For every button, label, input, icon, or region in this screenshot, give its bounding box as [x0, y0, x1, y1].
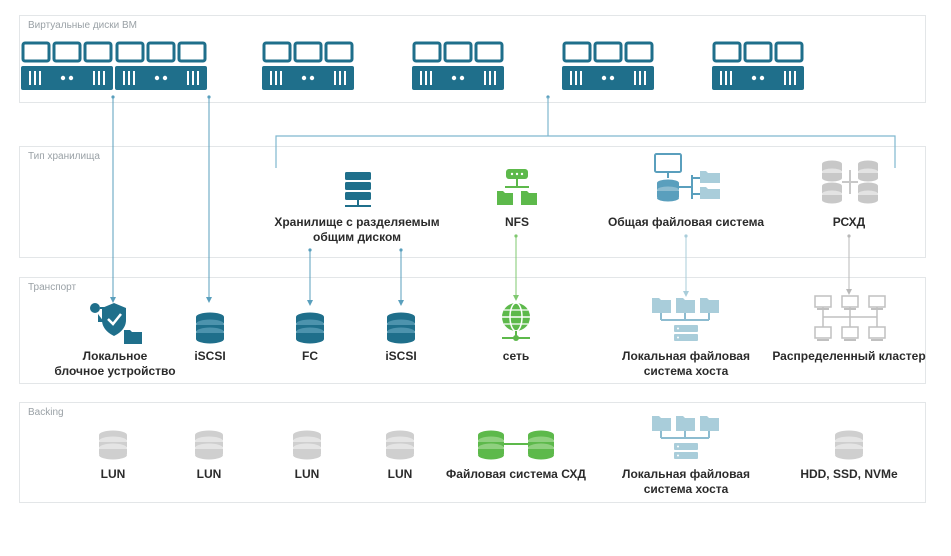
line-shared-iscsi [398, 248, 404, 306]
transport-label: Локальное блочное устройство [54, 349, 176, 378]
database-icon [195, 312, 225, 349]
panel-transport: Транспорт [19, 277, 926, 384]
vm-disk-3 [262, 41, 354, 91]
panel-backing: Backing [19, 402, 926, 503]
storage-type-label: NFS [505, 215, 529, 229]
nfs-icon [495, 169, 539, 212]
line-rshd-cluster [846, 234, 852, 295]
vm-disk-4 [412, 41, 504, 91]
storage-shared-disk-icon [341, 172, 375, 215]
database-icon [98, 430, 128, 465]
server-icon [21, 41, 113, 90]
host-filesystem-icon [651, 296, 721, 349]
storage-type-label: РСХД [832, 215, 866, 229]
backing-label: LUN [196, 467, 222, 481]
backing-label: Файловая система СХД [446, 467, 586, 481]
server-icon [712, 41, 804, 90]
drive-icon [834, 430, 864, 465]
storage-type-label: Хранилище с разделяемым общим диском [274, 215, 440, 244]
line-nfs-network [513, 234, 519, 301]
transport-label: iSCSI [385, 349, 417, 363]
database-icon [292, 430, 322, 465]
transport-label: iSCSI [194, 349, 226, 363]
transport-label: FC [302, 349, 318, 363]
vm-disk-2 [115, 41, 207, 91]
secure-block-device-icon [86, 300, 144, 353]
panel-title: Виртуальные диски ВМ [28, 20, 137, 31]
database-icon [295, 312, 325, 349]
server-icon [562, 41, 654, 90]
backing-label: Локальная файловая система хоста [622, 467, 750, 496]
panel-title: Тип хранилища [28, 151, 100, 162]
database-icon [386, 312, 416, 349]
transport-label: Локальная файловая система хоста [622, 349, 750, 378]
database-icon [194, 430, 224, 465]
distributed-storage-icon [821, 160, 879, 209]
transport-label: сеть [502, 349, 530, 363]
line-vm4-bracket [275, 95, 896, 168]
panel-storage-type: Тип хранилища [19, 146, 926, 258]
transport-label: Распределенный кластер [772, 349, 926, 363]
vm-disk-1 [21, 41, 113, 91]
backing-label: LUN [100, 467, 126, 481]
shared-filesystem-icon [652, 153, 724, 214]
backing-label: HDD, SSD, NVMe [800, 467, 898, 481]
network-globe-icon [499, 301, 533, 348]
backing-label: LUN [387, 467, 413, 481]
host-filesystem-icon [651, 414, 721, 467]
storage-type-label: Общая файловая система [607, 215, 765, 229]
line-fs-host [683, 234, 689, 297]
vm-disk-5 [562, 41, 654, 91]
database-icon [385, 430, 415, 465]
panel-title: Транспорт [28, 282, 77, 293]
line-vm2-iscsi [206, 95, 212, 303]
server-icon [262, 41, 354, 90]
panel-title: Backing [28, 407, 64, 418]
line-shared-fc [307, 248, 313, 306]
server-icon [115, 41, 207, 90]
storage-filesystem-icon [477, 430, 555, 465]
line-vm1-local [110, 95, 116, 303]
backing-label: LUN [294, 467, 320, 481]
server-icon [412, 41, 504, 90]
vm-disk-6 [712, 41, 804, 91]
cluster-icon [812, 294, 888, 347]
